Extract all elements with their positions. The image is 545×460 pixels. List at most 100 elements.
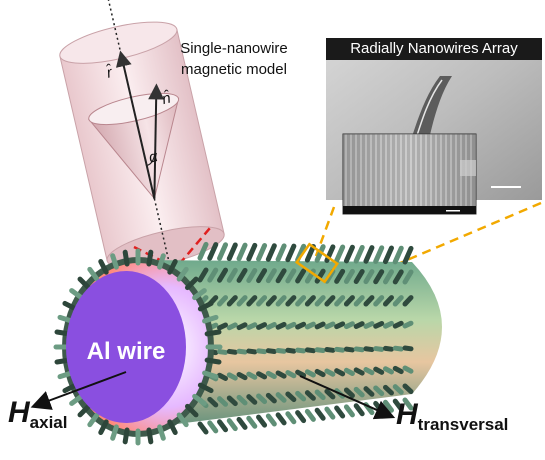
nanowire-rod <box>402 397 414 411</box>
nanowire-rod <box>275 321 287 330</box>
end-cap-rod <box>176 266 189 282</box>
end-cap-rod <box>54 329 72 337</box>
nanowire-rod <box>285 411 297 425</box>
end-cap-rod <box>202 314 219 324</box>
nanowire-rod <box>256 348 268 355</box>
nanowire-rod <box>314 407 326 421</box>
nanowire-rod <box>334 244 346 264</box>
nanowire-rod <box>382 345 394 352</box>
nanowire-rod <box>207 242 219 261</box>
alpha-arc <box>146 149 156 167</box>
nanowire-rod <box>402 320 414 329</box>
end-cap-rod <box>167 419 178 436</box>
nanowire-rod <box>246 415 258 429</box>
nanowire-rod <box>382 384 394 396</box>
nanowire-rod <box>236 371 248 381</box>
end-cap-rod <box>167 258 178 275</box>
end-cap-rod <box>57 314 74 324</box>
nanowire-rod <box>226 267 238 283</box>
nanowire-rod <box>246 348 258 355</box>
nanowire-rod <box>363 346 375 353</box>
nanowire-rod <box>392 269 404 285</box>
sem-title-bar <box>326 38 542 60</box>
end-cap-rod <box>57 370 74 380</box>
model-caption-line2: magnetic model <box>181 61 287 78</box>
nanowire-rod <box>207 420 219 434</box>
end-cap-rod <box>69 393 84 406</box>
nanowire-rod <box>256 268 268 284</box>
nanowire-rod <box>324 295 336 307</box>
nanowire-rod <box>343 387 355 399</box>
end-cap-rod <box>176 412 189 428</box>
end-cap-rod <box>62 382 79 394</box>
nanowire-rod <box>217 396 229 407</box>
nanowire-rod <box>314 295 326 307</box>
nanowire-rod <box>314 389 326 401</box>
nanowire-rod <box>363 386 375 397</box>
nanowire-rod <box>265 268 277 284</box>
nanowire-rod <box>246 267 258 283</box>
nanowire-rod <box>275 347 287 354</box>
nanowire-rod <box>343 295 355 307</box>
nanowire-rod <box>265 243 277 262</box>
nanowire-rod <box>246 394 258 405</box>
nanowire-rod <box>314 244 326 263</box>
nanowire-rod <box>382 295 394 307</box>
end-cap-rod <box>184 276 199 291</box>
nanowire-rod <box>324 406 336 420</box>
nanowire-rod <box>353 367 365 376</box>
nanowire-rod <box>304 295 316 307</box>
nanowire-rod <box>207 396 219 408</box>
end-cap-rod <box>202 370 219 380</box>
h-transversal-label: Htransversal <box>396 400 508 435</box>
nanowire-rod <box>246 242 258 262</box>
nanowire-rod <box>217 322 229 331</box>
nanowire-rod <box>382 269 394 285</box>
core-label: Al wire <box>86 338 166 365</box>
nanowire-rod <box>285 243 297 263</box>
nanowire-rod <box>295 347 307 354</box>
nanowire-rod <box>392 365 404 375</box>
sem-title: Radially Nanowires Array <box>350 40 518 57</box>
nanowire-rod <box>217 295 229 307</box>
nanowire-rod <box>373 320 385 329</box>
sem-inset-shading <box>343 134 476 214</box>
nanowire-rod <box>382 399 394 413</box>
r-vector <box>115 50 156 199</box>
nanowire-rod <box>275 243 287 263</box>
nanowire-rod <box>304 321 316 330</box>
nanowire-rod <box>285 347 297 354</box>
nanowire-rod <box>275 370 287 379</box>
nanowire-rod <box>382 366 394 375</box>
nanowire-rod <box>285 295 297 307</box>
nanowire-rod <box>402 295 414 307</box>
nanowire-rod <box>314 347 326 354</box>
nanowire-rod <box>226 348 238 355</box>
end-cap-rod <box>197 382 214 394</box>
nanowire-rod <box>236 322 248 331</box>
nanowire-rod <box>353 244 365 264</box>
nanowire-rod <box>334 368 346 377</box>
nanowire-rod <box>246 371 258 380</box>
nanowire-rod <box>226 372 238 381</box>
nanowire-rod <box>197 241 209 261</box>
nanowire-rod <box>256 393 268 405</box>
nanowire-rod <box>382 245 394 265</box>
end-cap-rod <box>192 393 207 406</box>
nanowire-rod <box>217 349 229 355</box>
nanowire-rod <box>236 295 248 307</box>
end-cap-rod <box>98 419 109 436</box>
sem-image-panel <box>326 38 542 215</box>
nanowire-rod <box>226 395 238 407</box>
r-hat-symbol: r̂ <box>105 63 115 82</box>
end-cap-rod <box>184 403 199 418</box>
nanowire-rod <box>363 245 375 264</box>
end-cap-rod <box>110 424 119 441</box>
end-cap-rod <box>62 300 79 312</box>
nanowire-rod <box>373 366 385 375</box>
nanowire-rod <box>246 295 258 307</box>
end-cap-rod <box>157 253 166 270</box>
nanowire-rod <box>402 383 414 395</box>
nanowire-rod <box>256 371 268 380</box>
nanowire-rod <box>285 370 297 379</box>
